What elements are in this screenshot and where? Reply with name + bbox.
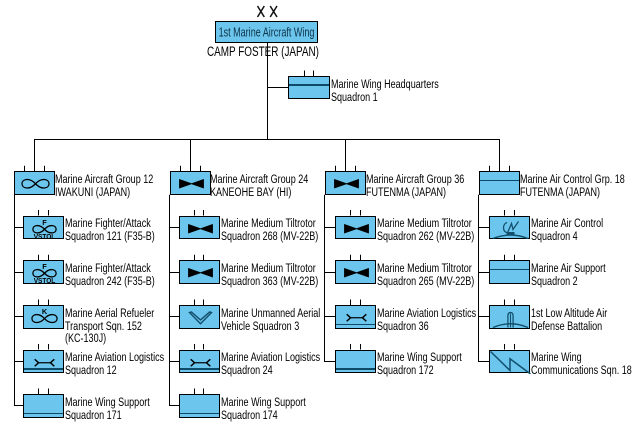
- svg-text:K: K: [42, 307, 48, 316]
- svg-text:VSTOL: VSTOL: [34, 232, 56, 240]
- svg-text:VSTOL: VSTOL: [34, 276, 56, 284]
- svg-text:F: F: [42, 218, 47, 227]
- svg-text:1st Marine Aircraft Wing: 1st Marine Aircraft Wing: [219, 26, 315, 40]
- svg-text:F: F: [42, 262, 47, 271]
